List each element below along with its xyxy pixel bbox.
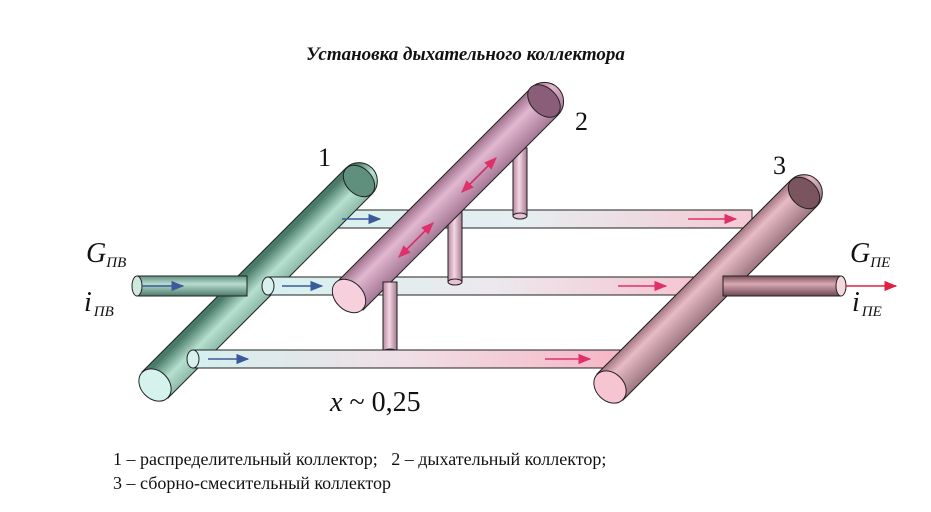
label-steam-quality: x ~ 0,25 (329, 387, 421, 418)
vertical-post-lower (382, 281, 398, 356)
vertical-post-upper (512, 147, 528, 220)
diagram-title: Установка дыхательного коллектора (306, 44, 625, 65)
distribution-collector-1 (138, 162, 378, 402)
label-collector-3: 3 (773, 151, 786, 180)
label-collector-2: 2 (575, 107, 588, 136)
inlet-pipe (131, 275, 248, 297)
legend-line-2: 3 – сборно-смесительный коллектор (113, 473, 392, 493)
label-outlet-flow: GПЕ (850, 238, 890, 271)
label-collector-1: 1 (318, 143, 331, 172)
flow-arrows (142, 157, 898, 365)
breathing-arrow-upper (461, 157, 497, 193)
breathing-arrow-lower (398, 222, 434, 258)
outlet-pipe (722, 275, 847, 297)
breathing-collector-2 (331, 81, 565, 314)
legend-line-1: 1 – распределительный коллектор; 2 – дых… (113, 449, 607, 469)
mixing-collector-3 (593, 174, 823, 404)
legend: 1 – распределительный коллектор; 2 – дых… (113, 447, 606, 495)
vertical-post-middle (447, 211, 463, 286)
label-inlet-flow: GПВ (86, 238, 126, 271)
